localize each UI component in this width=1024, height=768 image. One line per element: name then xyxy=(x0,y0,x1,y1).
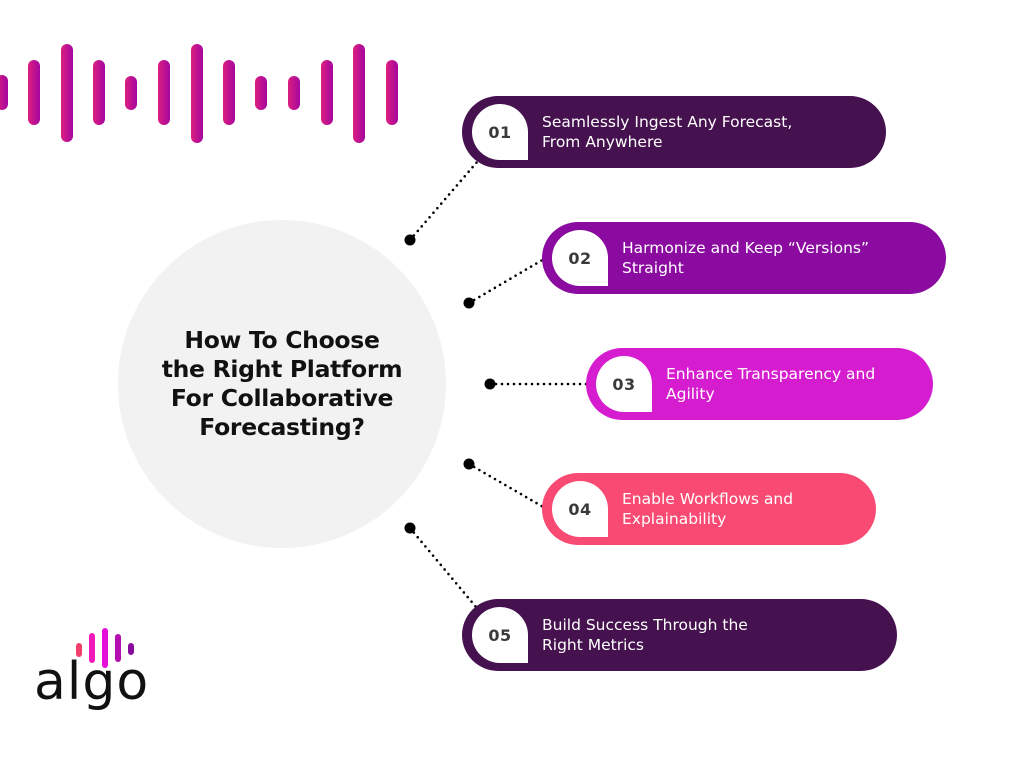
step-label-line: From Anywhere xyxy=(542,133,663,151)
wave-bar xyxy=(158,60,170,125)
wave-bar xyxy=(191,44,203,143)
step-label-line: Enable Workflows and xyxy=(622,490,794,508)
wave-bar xyxy=(28,60,40,125)
step-label-line: Harmonize and Keep “Versions” xyxy=(622,239,870,257)
wave-bar xyxy=(255,76,267,110)
hub-title: How To Choose the Right Platform For Col… xyxy=(142,326,422,442)
logo-bar xyxy=(115,634,121,662)
step-label-line: Build Success Through the xyxy=(542,616,748,634)
wave-bar xyxy=(353,44,365,143)
connector-line-01 xyxy=(408,160,479,242)
hub-circle: How To Choose the Right Platform For Col… xyxy=(118,220,446,548)
connector-line-05 xyxy=(408,526,478,609)
wave-bar xyxy=(61,44,73,142)
step-number-badge: 02 xyxy=(552,230,608,286)
hub-title-line: How To Choose xyxy=(184,326,380,354)
connector-dot-02 xyxy=(463,297,475,309)
logo-bar xyxy=(89,633,95,663)
algo-logo: algo xyxy=(34,620,174,725)
hub-title-line: Forecasting? xyxy=(199,413,365,441)
step-label-line: Seamlessly Ingest Any Forecast, xyxy=(542,113,793,131)
hub-title-line: the Right Platform xyxy=(161,355,403,383)
sound-wave-decoration xyxy=(0,44,398,143)
step-number-badge: 05 xyxy=(472,607,528,663)
step-label-line: Explainability xyxy=(622,510,727,528)
wave-bar xyxy=(321,60,333,125)
step-04: 04 Enable Workflows and Explainability xyxy=(542,473,876,545)
step-02: 02 Harmonize and Keep “Versions” Straigh… xyxy=(542,222,946,294)
step-label-line: Straight xyxy=(622,259,684,277)
hub-title-line: For Collaborative xyxy=(170,384,394,412)
step-label: Build Success Through the Right Metrics xyxy=(542,599,842,671)
wave-bar xyxy=(288,76,300,110)
wave-bar xyxy=(0,75,8,110)
connector-line-02 xyxy=(467,257,546,305)
connector-dot-04 xyxy=(463,458,475,470)
logo-wordmark: algo xyxy=(34,652,150,712)
step-number-badge: 04 xyxy=(552,481,608,537)
connector-line-04 xyxy=(467,462,547,510)
logo-bar xyxy=(102,628,108,668)
wave-bar xyxy=(93,60,105,125)
step-05: 05 Build Success Through the Right Metri… xyxy=(462,599,897,671)
step-label-line: Agility xyxy=(666,385,715,403)
step-label: Enable Workflows and Explainability xyxy=(622,473,922,545)
step-number-badge: 03 xyxy=(596,356,652,412)
step-label: Harmonize and Keep “Versions” Straight xyxy=(622,222,922,294)
step-number-badge: 01 xyxy=(472,104,528,160)
logo-bars-icon xyxy=(76,628,134,668)
step-label: Enhance Transparency and Agility xyxy=(666,348,966,420)
step-label-line: Enhance Transparency and xyxy=(666,365,876,383)
logo-bar xyxy=(76,643,82,657)
connector-dot-05 xyxy=(404,522,416,534)
step-label: Seamlessly Ingest Any Forecast, From Any… xyxy=(542,96,842,168)
logo-bar xyxy=(128,643,134,655)
step-01: 01 Seamlessly Ingest Any Forecast, From … xyxy=(462,96,886,168)
wave-bar xyxy=(386,60,398,125)
connector-dot-01 xyxy=(404,234,416,246)
connector-dot-03 xyxy=(484,378,496,390)
wave-bar xyxy=(125,76,137,110)
wave-bar xyxy=(223,60,235,125)
step-03: 03 Enhance Transparency and Agility xyxy=(586,348,933,420)
step-label-line: Right Metrics xyxy=(542,636,645,654)
